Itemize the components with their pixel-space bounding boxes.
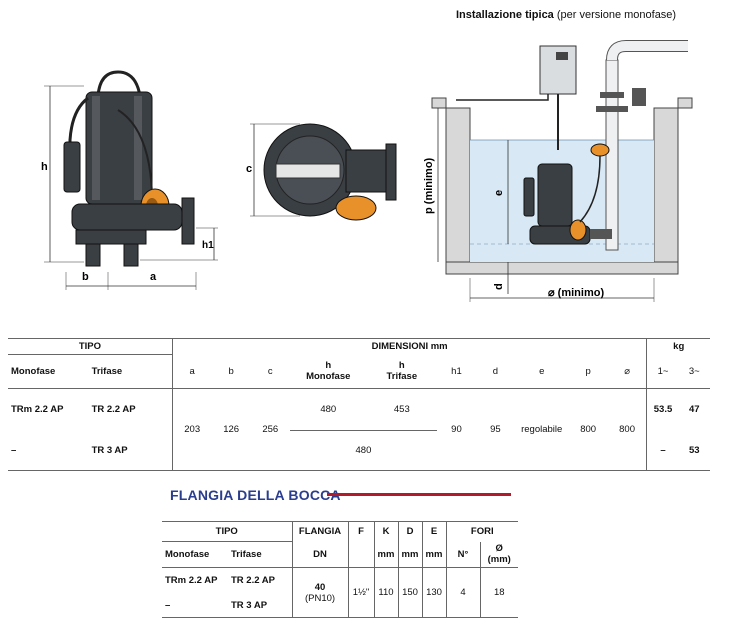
flangia-table: TIPO FLANGIA F K D E FORI Monofase Trifa… [162,521,518,618]
flangia-title-rule [327,493,511,496]
dim-h-label: h [41,161,48,173]
fl-col-diam: Ø(mm) [479,541,518,568]
col-p: p [568,354,608,389]
fl-col-tipo: TIPO [162,521,292,542]
dim-a-label: a [150,271,157,283]
fl-col-d: D [397,521,422,542]
dim-h1-label: h1 [202,240,214,251]
installation-drawing: p (minimo) e d ⌀ (minimo) [423,40,693,302]
col-monofase: Monofase [8,354,89,389]
table-row: TRm 2.2 AP TR 2.2 AP 203 126 256 480 453… [8,388,710,471]
installation-title: Installazione tipica (per versione monof… [456,9,677,21]
dim-p-label: p (minimo) [423,157,435,214]
fl-col-dn: DN [291,541,348,568]
flangia-title: FLANGIA DELLA BOCCA [170,487,341,503]
col-e: e [514,354,569,389]
col-d: d [475,354,515,389]
col-h1: h1 [437,354,476,389]
table-row: TRm 2.2 AP TR 2.2 AP 40(PN10) 1½" 110 15… [162,567,518,618]
pump-top-view: c [246,123,397,221]
fl-col-monofase: Monofase [162,541,228,568]
fl-col-e: E [421,521,446,542]
dim-d-label: d [493,283,505,290]
fl-col-trifase: Trifase [228,541,292,568]
dim-diam-label: ⌀ (minimo) [548,287,604,299]
col-trifase: Trifase [88,354,173,389]
col-kg: kg [646,338,710,355]
col-kg-3: 3~ [678,354,710,389]
dim-b-label: b [82,271,89,283]
col-b: b [211,354,251,389]
table-row: – TR 3 AP 480 – 53 [8,430,710,471]
col-dimensioni: DIMENSIONI mm [171,338,647,355]
col-kg-1: 1~ [646,354,679,389]
pump-side-view: h h1 b a [41,70,218,290]
fl-col-f: F [347,521,374,542]
col-diam: ⌀ [607,354,647,389]
col-c: c [250,354,290,389]
technical-drawings: h h1 b a c [41,40,693,302]
fl-col-flangia: FLANGIA [291,521,348,542]
dimensions-table: TIPO DIMENSIONI mm kg Monofase Trifase a… [8,338,710,471]
table-row: – TR 3 AP [162,593,518,618]
col-tipo: TIPO [8,338,173,355]
dim-e-label: e [493,190,505,196]
fl-col-k: K [373,521,398,542]
dim-c-label: c [246,163,252,175]
fl-col-n: N° [445,541,480,568]
col-a: a [171,354,212,389]
fl-col-fori: FORI [445,521,518,542]
